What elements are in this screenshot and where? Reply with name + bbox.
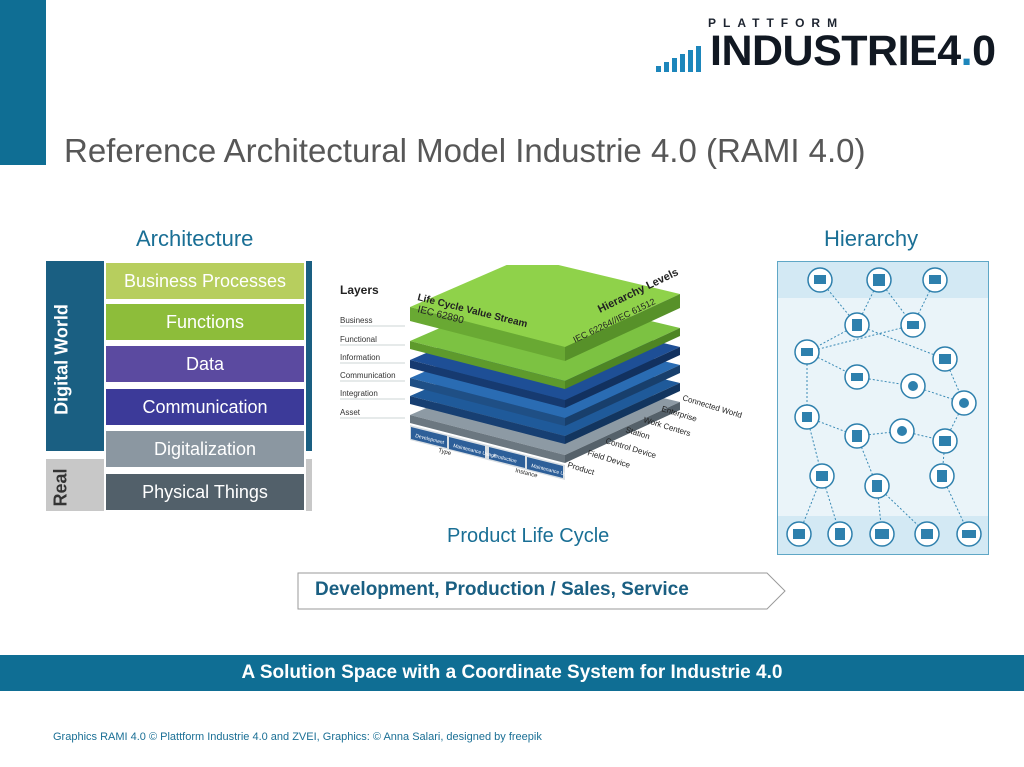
cube-slabs [410,265,680,463]
layers-title: Layers [340,283,379,297]
architecture-layers-bg [104,261,306,511]
architecture-heading: Architecture [136,226,254,251]
logo-bar [656,66,661,72]
product-life-cycle-label: Product Life Cycle [447,525,610,547]
accent-bar [0,0,46,165]
cube-layer-label: Communication [340,371,396,380]
digital-world-label: Digital World [51,304,72,415]
type-label: Type [438,448,453,457]
logo-bar [688,50,693,72]
layer-physical-things: Physical Things [106,474,304,510]
logo-bar [680,54,685,72]
logo-main-text: INDUSTRIE4.0 [710,27,996,75]
layer-digitalization: Digitalization [106,431,304,467]
process-arrow [297,572,786,610]
solution-space-banner: A Solution Space with a Coordinate Syste… [0,655,1024,691]
logo-bar [696,46,701,72]
cube-layer-label: Integration [340,389,378,398]
layer-functions: Functions [106,304,304,340]
layer-business-processes: Business Processes [106,263,304,299]
rami-cube-diagram: Layers Business Functional Information C… [340,265,743,480]
page-title: Reference Architectural Model Industrie … [64,132,866,169]
layer-data: Data [106,346,304,382]
cube-layer-label: Business [340,316,372,325]
process-arrow-text: Development, Production / Sales, Service [315,579,689,600]
phase-label: Production [493,453,518,465]
logo-bar [664,62,669,72]
cube-layer-label: Functional [340,335,377,344]
logo-bar [672,58,677,72]
layer-communication: Communication [106,389,304,425]
cube-layer-label: Asset [340,408,361,417]
instance-label: Instance [515,468,539,479]
cube-layer-label: Information [340,353,380,362]
architecture-stack: Digital World Real Business Processes Fu… [46,261,312,511]
real-label: Real [50,468,71,507]
footer-credits: Graphics RAMI 4.0 © Plattform Industrie … [53,731,542,743]
hierarchy-network [777,261,989,555]
hierarchy-heading: Hierarchy [824,226,919,251]
industrie40-logo: PLATTFORM INDUSTRIE4.0 [650,16,1000,78]
hierarchy-level: Station [624,425,650,441]
logo-top-text: PLATTFORM [708,16,845,30]
